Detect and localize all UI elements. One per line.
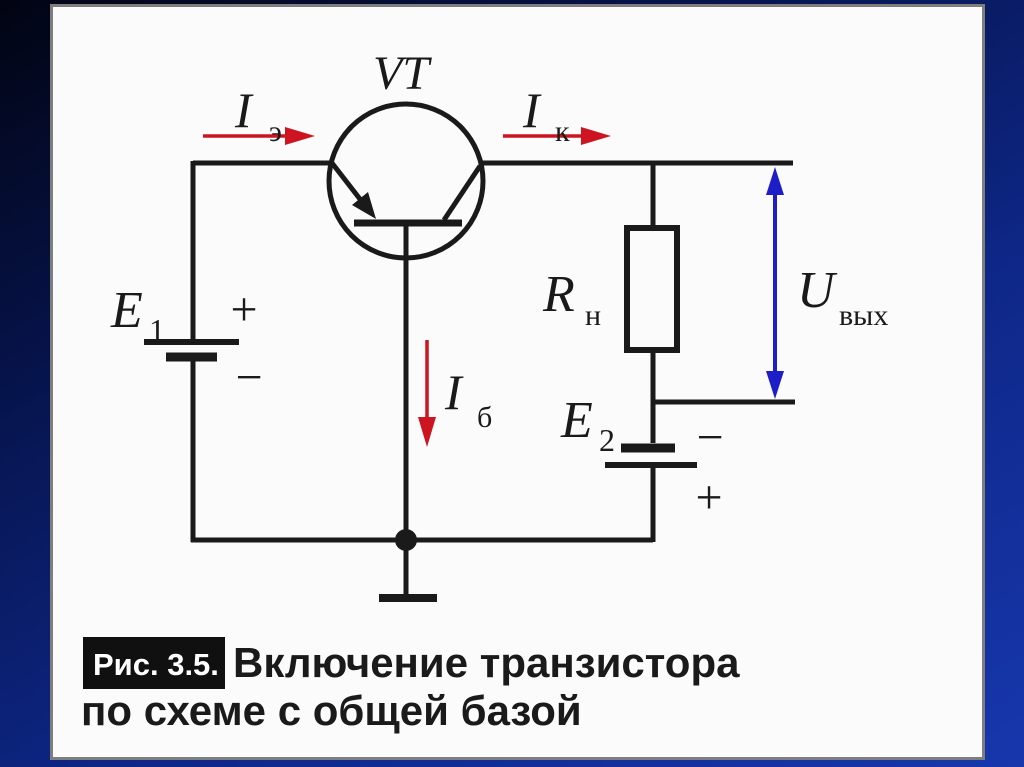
circuit-diagram: VT I э I к I б E 1 + − E 2 − + R н U вых… <box>81 47 888 734</box>
caption-figure-number: Рис. 3.5. <box>93 647 219 682</box>
source-e1-subscript: 1 <box>149 312 165 348</box>
transistor-emitter-arrow <box>352 192 376 219</box>
emitter-current-symbol: I <box>234 82 254 138</box>
caption-text-line2: по схеме с общей базой <box>81 687 582 734</box>
source-e1-symbol: E <box>110 282 143 339</box>
transistor-collector-lead <box>441 164 483 222</box>
emitter-current-arrow <box>203 127 315 145</box>
source-e1-plus-sign: + <box>230 283 257 336</box>
output-voltage-arrow <box>766 167 784 399</box>
load-resistor-subscript: н <box>585 299 601 332</box>
load-resistor-symbol: R <box>542 266 575 323</box>
collector-current-subscript: к <box>555 115 570 148</box>
collector-current-arrow <box>503 127 611 145</box>
source-e2-symbol: E <box>560 392 593 449</box>
emitter-current-subscript: э <box>269 115 282 148</box>
collector-current-arrow-head <box>581 127 611 145</box>
source-e1-minus-sign: − <box>235 351 262 404</box>
output-voltage-arrow-head-bottom <box>766 371 784 399</box>
transistor-label: VT <box>373 47 432 100</box>
figure-panel: VT I э I к I б E 1 + − E 2 − + R н U вых… <box>50 4 985 760</box>
base-current-arrow <box>418 340 436 447</box>
battery-e1 <box>144 339 239 362</box>
collector-current-symbol: I <box>522 82 542 138</box>
source-e2-subscript: 2 <box>599 422 615 458</box>
battery-e2 <box>605 443 697 468</box>
output-voltage-symbol: U <box>797 262 838 319</box>
emitter-current-arrow-head <box>285 127 315 145</box>
circuit-wires <box>190 160 795 596</box>
junction-dot <box>395 529 417 551</box>
base-current-arrow-head <box>418 417 436 447</box>
caption-text-line1: Включение транзистора <box>233 639 740 686</box>
resistor-rn-body <box>624 225 680 353</box>
source-e2-minus-sign: − <box>696 411 723 464</box>
output-voltage-subscript: вых <box>839 299 888 332</box>
transistor-emitter-lead <box>330 161 365 205</box>
figure-caption: Рис. 3.5. Включение транзистора по схеме… <box>81 637 740 734</box>
transistor-circle <box>326 101 486 261</box>
caption-number-box <box>83 637 225 689</box>
base-current-symbol: I <box>444 364 464 420</box>
output-voltage-arrow-head-top <box>766 167 784 195</box>
transistor-vt <box>326 101 486 261</box>
base-current-subscript: б <box>477 401 492 434</box>
source-e2-plus-sign: + <box>695 471 722 524</box>
